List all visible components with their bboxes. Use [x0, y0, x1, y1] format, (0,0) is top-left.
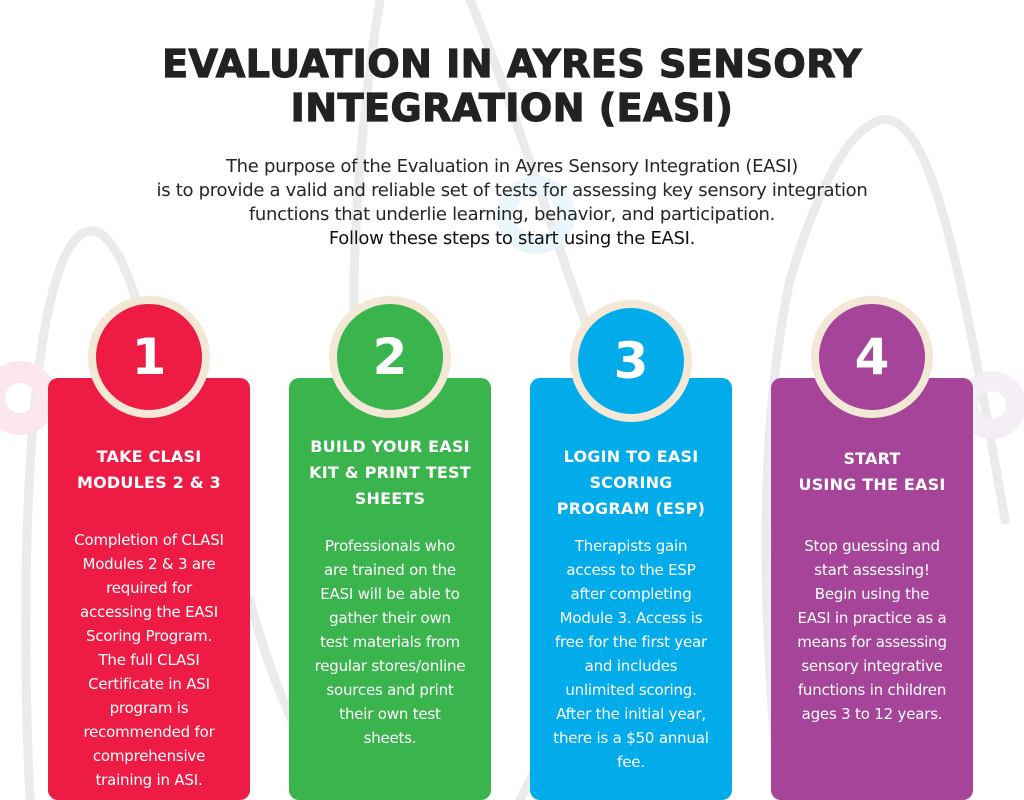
step-description-line: Stop guessing and	[804, 537, 940, 555]
step-description-line: Scoring Program.	[86, 627, 212, 645]
step-description-line: functions in children	[797, 681, 947, 699]
step-heading-line: TAKE CLASI	[96, 447, 202, 466]
step-description-line: training in ASI.	[95, 771, 203, 789]
step-description-line: ages 3 to 12 years.	[801, 705, 943, 723]
step-description-line: are trained on the	[324, 561, 456, 579]
intro-line-3: functions that underlie learning, behavi…	[248, 204, 776, 225]
step-description-line: comprehensive	[92, 747, 206, 765]
step-description-line: The full CLASI	[98, 651, 200, 669]
step-description-line: after completing	[570, 585, 692, 603]
step-number-badge: 4	[811, 296, 933, 418]
step-heading-line: LOGIN TO EASI	[563, 447, 699, 466]
step-description-line: After the initial year,	[556, 705, 706, 723]
step-description-line: required for	[106, 579, 192, 597]
step-heading: BUILD YOUR EASI KIT & PRINT TEST SHEETS	[297, 434, 483, 512]
step-card-3: 3 LOGIN TO EASI SCORING PROGRAM (ESP) Th…	[530, 300, 732, 800]
step-description-line: unlimited scoring.	[565, 681, 697, 699]
intro-call-to-action: Follow these steps to start using the EA…	[328, 228, 696, 249]
title-line-1: EVALUATION IN AYRES SENSORY	[161, 41, 862, 86]
step-description-line: Certificate in ASI	[88, 675, 210, 693]
step-heading-line: SCORING	[589, 473, 673, 492]
step-description-line: Module 3. Access is	[559, 609, 703, 627]
step-description-line: EASI will be able to	[320, 585, 460, 603]
step-description: Therapists gain access to the ESP after …	[536, 534, 726, 774]
step-heading-line: KIT & PRINT TEST	[309, 463, 471, 482]
step-description-line: Completion of CLASI	[74, 531, 224, 549]
step-description-line: Modules 2 & 3 are	[82, 555, 216, 573]
step-heading-line: START	[843, 449, 901, 468]
step-description-line: Professionals who	[324, 537, 456, 555]
step-description: Stop guessing and start assessing! Begin…	[777, 534, 967, 726]
step-number-badge: 1	[88, 296, 210, 418]
step-description-line: gather their own	[329, 609, 451, 627]
step-description-line: recommended for	[83, 723, 215, 741]
step-description: Completion of CLASI Modules 2 & 3 are re…	[54, 528, 244, 792]
step-description-line: Begin using the	[814, 585, 930, 603]
step-description-line: access to the ESP	[566, 561, 696, 579]
step-description-line: regular stores/online	[314, 657, 466, 675]
intro-line-2: is to provide a valid and reliable set o…	[156, 180, 868, 201]
step-card-4: 4 START USING THE EASI Stop guessing and…	[771, 296, 973, 800]
step-heading: TAKE CLASI MODULES 2 & 3	[56, 444, 242, 496]
step-heading: LOGIN TO EASI SCORING PROGRAM (ESP)	[538, 444, 724, 522]
step-description-line: EASI in practice as a	[797, 609, 947, 627]
step-description-line: there is a $50 annual	[553, 729, 709, 747]
step-heading-line: BUILD YOUR EASI	[310, 437, 470, 456]
step-description-line: accessing the EASI	[80, 603, 218, 621]
step-description-line: start assessing!	[814, 561, 930, 579]
intro-paragraph: The purpose of the Evaluation in Ayres S…	[60, 155, 964, 251]
step-heading-line: SHEETS	[354, 489, 426, 508]
step-card-2: 2 BUILD YOUR EASI KIT & PRINT TEST SHEET…	[289, 296, 491, 800]
step-card-1: 1 TAKE CLASI MODULES 2 & 3 Completion of…	[48, 296, 250, 800]
step-description-line: Therapists gain	[574, 537, 688, 555]
step-description-line: means for assessing	[797, 633, 947, 651]
step-description-line: sensory integrative	[801, 657, 943, 675]
step-description-line: test materials from	[320, 633, 460, 651]
step-number-badge: 3	[570, 300, 692, 422]
step-description-line: sources and print	[326, 681, 454, 699]
page-title: EVALUATION IN AYRES SENSORY INTEGRATION …	[0, 41, 1024, 130]
step-description-line: sheets.	[363, 729, 417, 747]
step-description-line: free for the first year	[554, 633, 708, 651]
title-line-2: INTEGRATION (EASI)	[290, 85, 734, 130]
step-heading: START USING THE EASI	[779, 446, 965, 498]
step-number-badge: 2	[329, 296, 451, 418]
step-heading-line: PROGRAM (ESP)	[556, 499, 706, 518]
step-description-line: program is	[109, 699, 189, 717]
intro-line-1: The purpose of the Evaluation in Ayres S…	[225, 156, 799, 177]
step-heading-line: USING THE EASI	[798, 475, 946, 494]
step-heading-line: MODULES 2 & 3	[77, 473, 221, 492]
step-description-line: and includes	[584, 657, 678, 675]
step-description-line: fee.	[617, 753, 645, 771]
step-description: Professionals who are trained on the EAS…	[295, 534, 485, 750]
step-description-line: their own test	[339, 705, 441, 723]
